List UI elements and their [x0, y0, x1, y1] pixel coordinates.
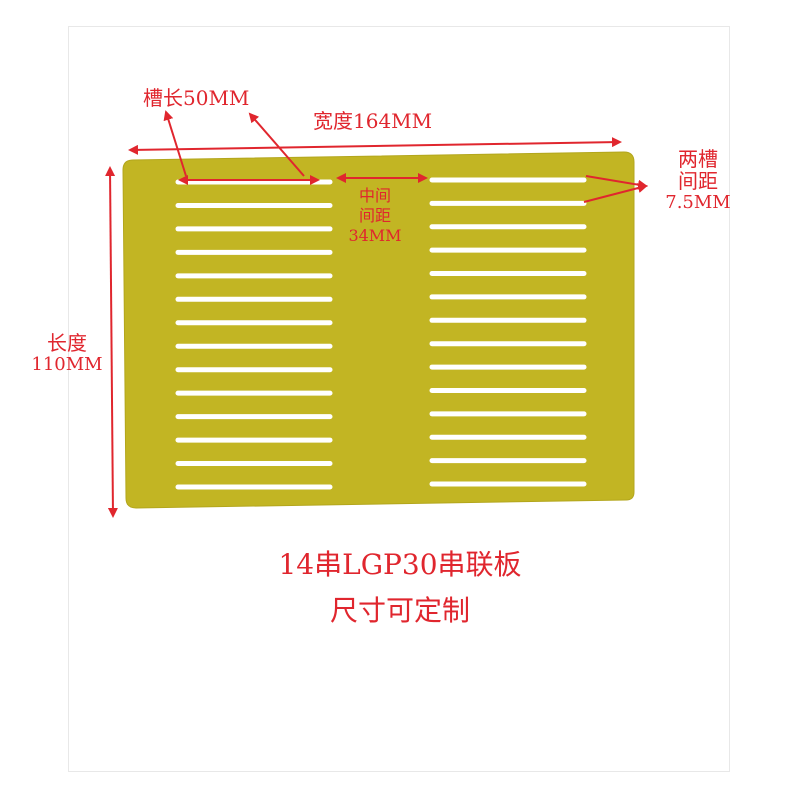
- center-gap-label: 中间 间距 34MM: [346, 186, 404, 246]
- caption-title: 14串LGP30串联板: [278, 548, 522, 581]
- length-label: 长度 110MM: [22, 332, 112, 376]
- slot-pitch-label: 两槽 间距 7.5MM: [658, 148, 738, 214]
- caption-subtitle: 尺寸可定制: [329, 594, 470, 627]
- slot-pitch-label-line3: 7.5MM: [665, 192, 731, 213]
- slot-length-pointer-left: [163, 110, 187, 177]
- slot-pitch-label-line1: 两槽: [678, 147, 718, 171]
- length-dimension-line: [105, 166, 118, 518]
- slot-pitch-label-line2: 间距: [678, 169, 718, 193]
- length-label-line2: 110MM: [31, 354, 103, 375]
- slot-length-pointer-right: [248, 112, 305, 177]
- center-gap-label-line3: 34MM: [348, 226, 402, 245]
- image-frame: [68, 26, 730, 772]
- center-gap-label-line2: 间距: [358, 206, 391, 225]
- center-gap-label-line1: 中间: [358, 186, 391, 205]
- slot-pitch-pointer-upper: [585, 175, 648, 190]
- length-label-line1: 长度: [47, 331, 87, 355]
- width-dimension-line: [128, 137, 622, 155]
- slot-pitch-pointer-lower: [583, 183, 648, 203]
- slot-group: [175, 177, 587, 490]
- slot-length-label: 槽长50MM: [143, 86, 250, 110]
- width-label: 宽度164MM: [313, 109, 433, 133]
